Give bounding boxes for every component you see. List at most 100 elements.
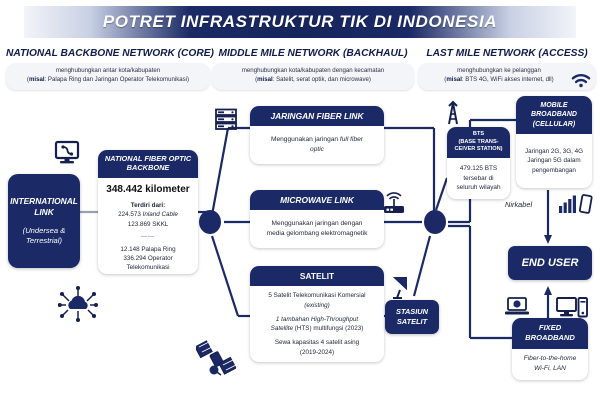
stasiun-satelit-line2: SATELIT [396,317,428,326]
section-sub-line2-backhaul: : Satelit, serat optik, dan microwave) [272,75,371,83]
box-stasiun-satelit[interactable]: STASIUN SATELIT [385,300,439,334]
bts-line1: 479.125 BTS [459,164,498,172]
fiber-link-body: Menggunakan jaringan full fiber optic [250,126,384,164]
box-satelit[interactable]: SATELIT 5 Satelit Telekomunikasi Komersi… [250,266,384,362]
national-fiber-terdiri-label: Terdiri dari: [130,201,166,209]
bts-head-line2: (BASE TRANS- [458,138,499,145]
page-title-banner: POTRET INFRASTRUKTUR TIK DI INDONESIA [24,6,576,38]
bts-head-line1: BTS [472,131,485,137]
section-sub-line1-access: menghubungkan ke pelanggan [457,67,541,74]
national-fiber-item2: 123.869 SKKL [127,220,169,228]
mobile-phone-icon [578,194,593,214]
bts-line3: seluruh wilayah [456,184,501,192]
box-international-link[interactable]: INTERNATIONAL LINK (Undersea & Terrestri… [8,174,80,268]
microwave-link-line1: Menggunakan jaringan dengan [271,220,363,228]
desktop-monitor-icon [54,140,80,164]
wifi-icon [571,74,591,88]
international-link-line1: INTERNATIONAL [10,196,78,207]
arrow-down-to-end-user [544,235,552,244]
junction-node-access [424,210,446,234]
fiber-link-head: JARINGAN FIBER LINK [250,106,384,127]
section-sub-line2-core: : Palapa Ring dan Jaringan Operator Tele… [44,75,190,83]
national-fiber-divider: —— [140,233,156,241]
fiber-link-body-italic: full fiber [339,136,363,144]
satelit-line1: 5 Satelit Telekomunikasi Komersial [268,292,366,300]
satelit-line2a: 1 tambahan [275,315,311,323]
section-title-core: NATIONAL BACKBONE NETWORK (CORE) [6,48,214,59]
satellite-dish-icon [391,276,408,299]
satelit-head: SATELIT [250,266,384,287]
section-title-access: LAST MILE NETWORK (ACCESS) [426,48,588,59]
satelit-line2b: High-Throughput [310,315,359,323]
section-subtitle-access: menghubungkan ke pelanggan (misal: BTS 4… [418,63,596,90]
national-fiber-item1-name: Inland Cable [142,211,178,219]
section-header-core: NATIONAL BACKBONE NETWORK (CORE) menghub… [6,48,214,90]
national-fiber-item3: 12.148 Palapa Ring [120,245,176,253]
national-fiber-item1: 224.573 Inland Cable [103,210,193,219]
satelit-line1b: (existing) [304,301,330,309]
section-subtitle-backhaul: menghubungkan kota/kabupaten dengan keca… [212,63,414,90]
microwave-link-line2: media gelombang elektromagnetik [266,230,368,238]
section-sub-label-core: misal [28,75,45,83]
box-national-fiber-backbone[interactable]: NATIONAL FIBER OPTIC BACKBONE 348.442 ki… [98,150,198,274]
junction-node-core [199,210,221,234]
bts-head-line3: CEIVER STATION) [454,146,503,153]
box-fiber-link[interactable]: JARINGAN FIBER LINK Menggunakan jaringan… [250,106,384,164]
fixed-broadband-body: Fiber-to-the-home Wi-Fi, LAN [512,349,588,381]
international-link-line3: (Undersea & [22,226,66,236]
server-rack-icon [215,108,237,130]
section-sub-label-access: misal [446,75,462,83]
section-header-access: LAST MILE NETWORK (ACCESS) menghubungkan… [418,48,596,90]
fixed-broadband-line2: Wi-Fi, LAN [534,365,566,373]
fixed-broadband-head-line2: BROADBAND [525,333,575,343]
box-microwave-link[interactable]: MICROWAVE LINK Menggunakan jaringan deng… [250,190,384,248]
national-fiber-item1-num: 224.573 [118,211,141,219]
bts-head: BTS (BASE TRANS- CEIVER STATION) [447,127,510,158]
end-user-label: END USER [521,257,579,269]
page-title: POTRET INFRASTRUKTUR TIK DI INDONESIA [102,12,498,31]
mobile-broadband-body: Jaringan 2G, 3G, 4G Jaringan 5G dalam pe… [516,134,592,188]
national-fiber-headline: 348.442 kilometer [106,183,190,195]
box-fixed-broadband[interactable]: FIXED BROADBAND Fiber-to-the-home Wi-Fi,… [512,318,588,380]
router-antenna-icon [384,192,404,213]
international-link-line2: LINK [34,207,54,218]
section-sub-line1-core: menghubungkan antar kota/kabupaten [55,67,161,74]
section-subtitle-core: menghubungkan antar kota/kabupaten (misa… [6,63,210,90]
laptop-icon [505,297,529,315]
stasiun-satelit-line1: STASIUN [396,307,428,317]
arrow-up-to-end-user [544,286,552,295]
national-fiber-head-line2: BACKBONE [126,162,170,172]
national-fiber-body: 348.442 kilometer Terdiri dari: 224.573 … [98,178,198,274]
fixed-broadband-head-line1: FIXED [538,323,562,332]
bts-line2: tersebar di [463,174,494,182]
satelit-line3: Sewa kapasitas 4 satelit asing [274,339,360,347]
box-end-user[interactable]: END USER [508,246,592,280]
section-sub-line1-backhaul: menghubungkan kota/kabupaten dengan keca… [241,67,385,74]
box-mobile-broadband[interactable]: MOBILE BROADBAND (CELLULAR) Jaringan 2G,… [516,96,592,188]
mobile-broadband-line1: Jaringan 2G, 3G, 4G [524,148,584,155]
microwave-link-body: Menggunakan jaringan dengan media gelomb… [250,210,384,248]
section-sub-label-backhaul: misal [257,75,273,83]
fixed-broadband-head: FIXED BROADBAND [512,318,588,349]
fiber-link-head-italic: FIBER LINK [316,111,364,121]
signal-bars-icon [559,195,576,213]
satellite-orbit-icon [196,340,236,376]
satelit-line3b: (2019-2024) [299,348,335,356]
fiber-link-head-plain: JARINGAN [270,111,317,121]
national-fiber-head: NATIONAL FIBER OPTIC BACKBONE [98,150,198,178]
fiber-link-body-line2: optic [310,146,324,154]
mobile-broadband-head: MOBILE BROADBAND (CELLULAR) [516,96,592,135]
section-header-backhaul: MIDDLE MILE NETWORK (BACKHAUL) menghubun… [212,48,414,90]
section-sub-line2-access: : BTS 4G, WiFi akses internet, dll) [461,75,554,83]
national-fiber-head-line1: NATIONAL FIBER OPTIC [104,154,192,163]
cloud-network-icon [58,286,98,322]
box-bts[interactable]: BTS (BASE TRANS- CEIVER STATION) 479.125… [447,127,510,199]
mobile-broadband-head-line1: MOBILE [540,102,568,109]
satelit-body: 5 Satelit Telekomunikasi Komersial (exis… [250,286,384,362]
satelit-line2d: (HTS) multifungsi (2023) [293,325,364,333]
microwave-link-head: MICROWAVE LINK [250,190,384,211]
mobile-broadband-head-line2: BROADBAND [531,111,577,119]
desktop-pc-icon [556,297,588,318]
bts-body: 479.125 BTS tersebar di seluruh wilayah [447,158,510,199]
